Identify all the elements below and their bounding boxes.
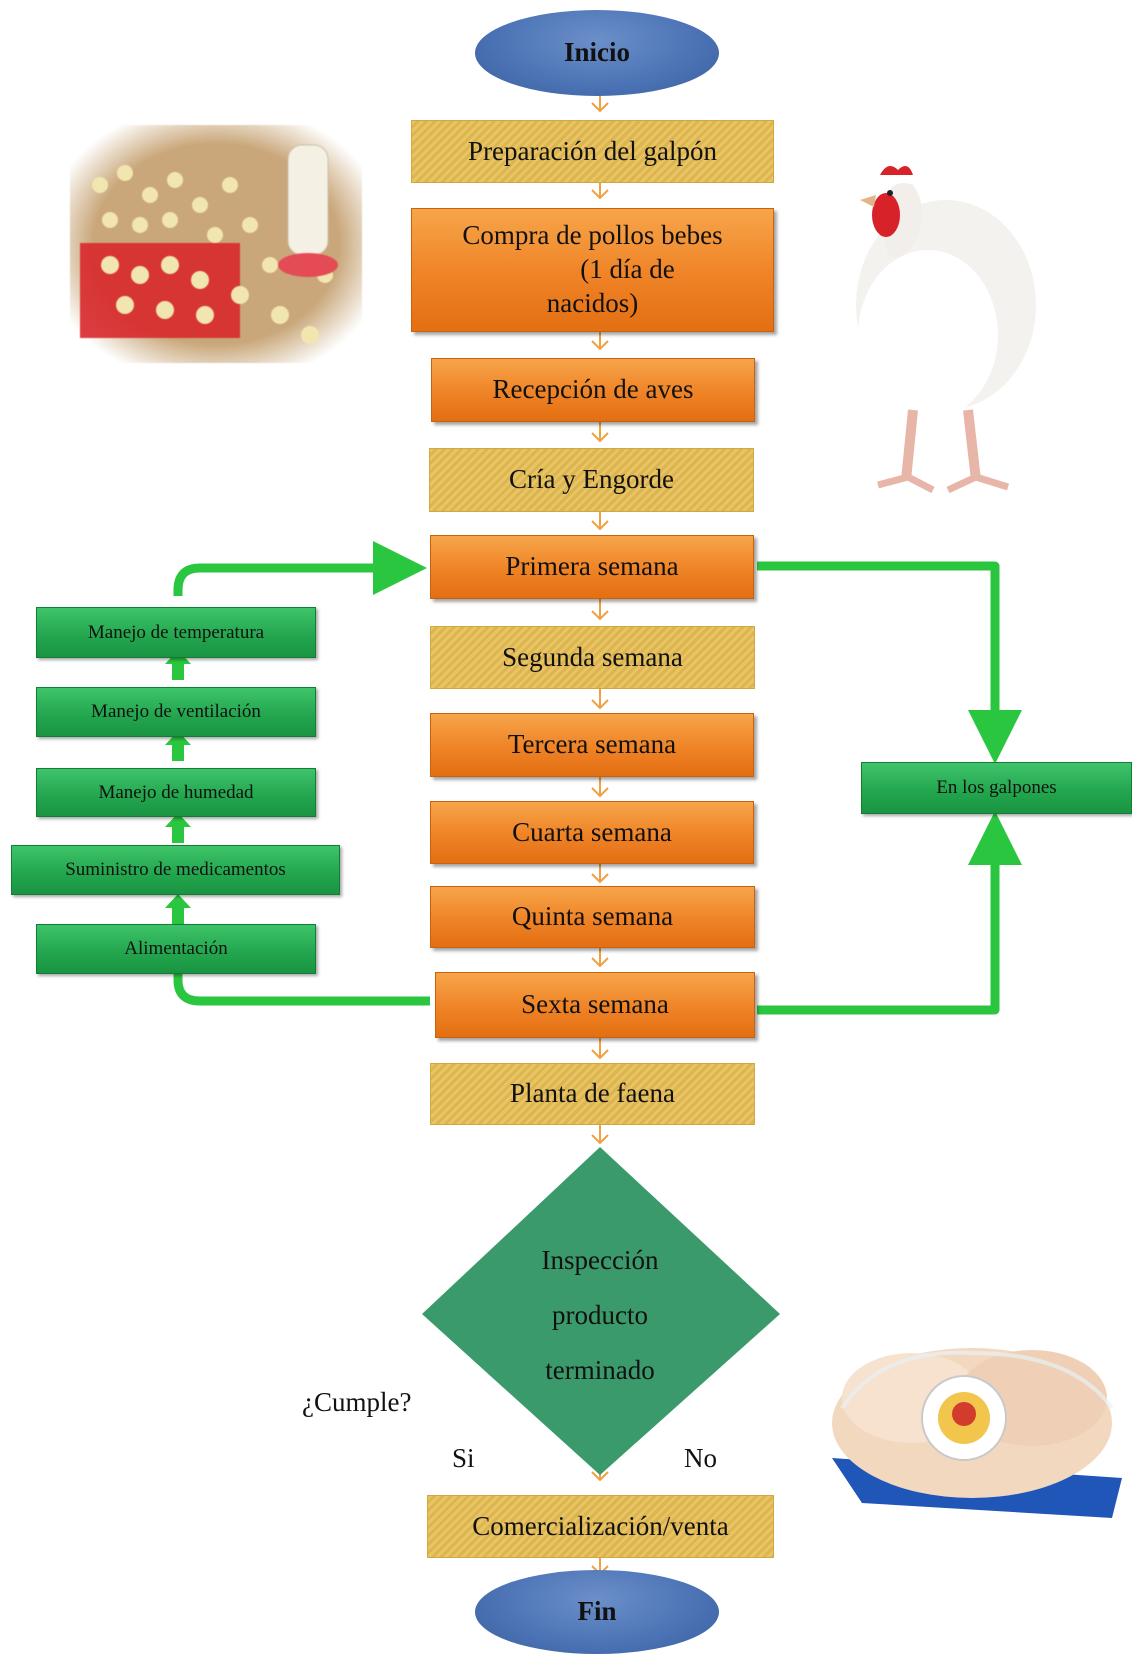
task-label: Manejo de temperatura [87,621,265,643]
decision-label: Inspección producto terminado [500,1235,700,1395]
location-label: En los galpones [936,777,1057,799]
sexta-to-galpones [757,811,1022,1015]
step-sexta-semana: Sexta semana [435,972,755,1038]
down-arrow [591,95,609,113]
chicks-photo [70,125,362,363]
step-label: Sexta semana [521,989,669,1020]
down-arrow [591,182,609,200]
step-quinta-semana: Quinta semana [430,886,755,948]
left-loop-to-primera [173,541,427,596]
no-label: No [684,1443,717,1473]
step-label: Primera semana [505,551,679,582]
task-label: Alimentación [124,938,228,960]
step-comercializacion: Comercialización/venta [427,1495,774,1558]
step-planta-faena: Planta de faena [430,1063,755,1125]
step-cuarta-semana: Cuarta semana [430,801,754,864]
step-label: Recepción de aves [492,374,694,405]
up-arrow [165,813,191,843]
decision-line: producto [552,1299,648,1330]
step-compra-pollos: Compra de pollos bebes (1 día de nacidos… [411,208,774,332]
step-cria-engorde: Cría y Engorde [429,448,754,512]
location-galpones: En los galpones [861,762,1132,814]
step-label: Preparación del galpón [468,135,717,166]
step-segunda-semana: Segunda semana [430,626,755,689]
step-label-line3: nacidos) [546,287,639,318]
loop-connectors [173,541,1022,1015]
down-arrow [591,1038,609,1060]
task-label: Suministro de medicamentos [65,859,286,881]
down-arrow [591,1123,609,1145]
end-oval: Fin [475,1570,719,1654]
step-recepcion-aves: Recepción de aves [431,358,755,422]
question-label: ¿Cumple? [302,1387,412,1417]
step-primera-semana: Primera semana [430,535,754,599]
down-arrow [591,331,609,351]
primera-to-galpones [757,561,1022,764]
down-arrow [591,421,609,443]
step-prep-galpon: Preparación del galpón [411,120,774,183]
down-arrow [591,862,609,884]
task-alimentacion: Alimentación [36,924,316,974]
up-arrow [165,731,191,761]
decision-line: Inspección [541,1244,659,1275]
yes-label: Si [452,1443,475,1473]
down-arrow [591,776,609,798]
packaged-chicken-photo [832,1348,1122,1518]
step-label: Planta de faena [510,1078,675,1109]
down-arrow [591,688,609,710]
down-arrow [591,597,609,621]
step-label: Segunda semana [502,641,683,672]
up-arrow [165,894,191,924]
task-label: Manejo de ventilación [91,701,261,723]
step-label: Cuarta semana [512,816,672,847]
task-ventilacion: Manejo de ventilación [36,687,316,737]
step-label: Compra de pollos bebes [462,220,723,251]
task-temperatura: Manejo de temperatura [36,607,316,658]
step-label: Tercera semana [507,729,677,760]
step-label: Quinta semana [511,901,674,932]
step-tercera-semana: Tercera semana [430,713,754,777]
task-label: Manejo de humedad [98,781,254,803]
step-label-line2: (1 día de [580,254,675,285]
decision-line: terminado [545,1354,655,1385]
sexta-to-left-loop [173,962,430,1006]
start-label: Inicio [563,37,630,68]
chicken-photo [856,166,1036,494]
down-arrow [591,946,609,968]
step-label: Cría y Engorde [509,464,674,495]
task-medicamentos: Suministro de medicamentos [11,845,340,895]
end-label: Fin [577,1596,617,1627]
start-oval: Inicio [475,10,719,96]
decision-diamond [422,1147,780,1475]
task-humedad: Manejo de humedad [36,768,316,817]
step-label: Comercialización/venta [472,1510,729,1541]
